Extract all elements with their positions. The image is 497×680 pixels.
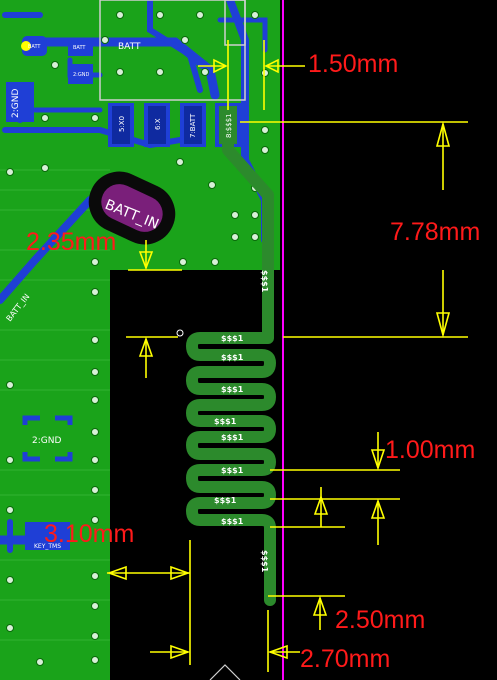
pad-5x0-label: 5:X0 — [118, 116, 126, 132]
batt-pad-label: BATT — [28, 44, 41, 50]
net-label: $$$1 — [221, 466, 244, 475]
batt-in-pad[interactable] — [79, 162, 184, 254]
dimension-2-50: 2.50mm — [335, 606, 425, 634]
batt-pads — [6, 36, 93, 122]
dimension-labels: 1.50mm 7.78mm 2.35mm 1.00mm 3.10mm 2.50m… — [26, 50, 480, 673]
dimension-lines — [106, 40, 468, 672]
net-label: $$$1 — [221, 433, 244, 442]
component-outline — [99, 0, 246, 101]
vias — [6, 11, 269, 666]
antenna-net-labels: $$$1 $$$1 $$$1 $$$1 $$$1 $$$1 $$$1 $$$1 … — [214, 270, 269, 573]
net-label: $$$1 — [214, 496, 237, 505]
gnd-pad-left — [22, 415, 73, 462]
batt-top-label: BATT — [118, 42, 141, 52]
net-label: $$$1 — [221, 334, 244, 343]
dimension-2-35: 2.35mm — [26, 228, 116, 256]
batt-pad-label: BATT — [73, 45, 86, 51]
net-label: $$$1 — [260, 550, 269, 573]
gnd-left-top-label: 2:GND — [11, 89, 21, 118]
net-label: $$$1 — [221, 517, 244, 526]
dimension-1-50: 1.50mm — [308, 50, 398, 78]
dimension-7-78: 7.78mm — [390, 218, 480, 246]
net-label: $$$1 — [221, 353, 244, 362]
net-label: $$$1 — [214, 417, 237, 426]
key-tms-label: KEY_TMS — [34, 543, 61, 550]
outline-notch — [209, 664, 241, 680]
antenna-meander-trace — [186, 114, 276, 606]
dimension-3-10: 3.10mm — [44, 520, 134, 548]
dimension-1-00: 1.00mm — [385, 436, 475, 464]
net-label: $$$1 — [221, 385, 244, 394]
pad-8ss-label: 8:$$$1 — [225, 113, 233, 138]
gnd-left-mid-label: 2:GND — [32, 436, 61, 446]
dimension-2-70: 2.70mm — [300, 645, 390, 673]
key-tms-pad — [25, 522, 70, 550]
net-label: $$$1 — [260, 270, 269, 293]
gnd-small-label: 2:GND — [73, 72, 89, 78]
pad-7batt-label: 7:BATT — [189, 113, 197, 138]
pad-6x-label: 6:X — [154, 118, 162, 130]
